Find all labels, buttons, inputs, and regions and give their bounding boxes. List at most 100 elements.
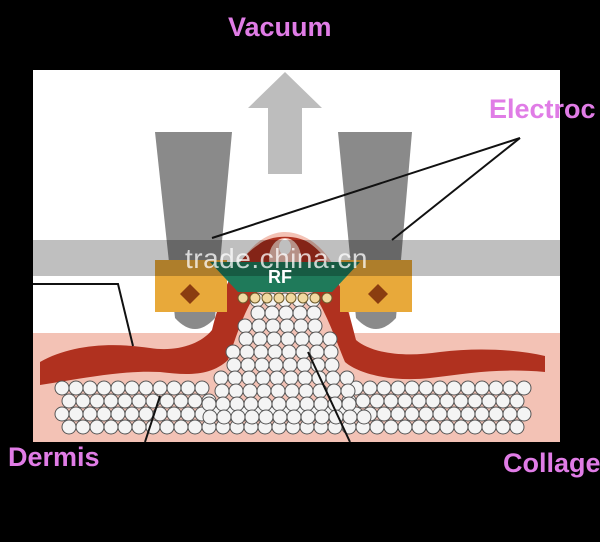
collagen-particle: [110, 406, 126, 422]
collagen-particle: [281, 344, 297, 360]
collagen-particle: [271, 396, 287, 412]
collagen-particle: [138, 406, 154, 422]
collagen-particle: [261, 292, 273, 304]
collagen-particle: [226, 357, 242, 373]
collagen-particle: [216, 409, 232, 425]
collagen-particle: [138, 380, 154, 396]
collagen-particle: [313, 396, 329, 412]
collagen-particle: [362, 380, 378, 396]
collagen-particle: [213, 370, 229, 386]
collagen-particle: [253, 344, 269, 360]
collagen-particle: [502, 380, 518, 396]
collagen-particles: [54, 292, 532, 435]
pad-right-diamond: [368, 284, 388, 304]
collagen-particle: [293, 318, 309, 334]
collagen-particle: [322, 331, 338, 347]
collagen-particle: [82, 406, 98, 422]
collagen-particle: [325, 370, 341, 386]
collagen-particle: [397, 393, 413, 409]
collagen-particle: [75, 419, 91, 435]
collagen-particle: [356, 409, 372, 425]
collagen-particle: [446, 380, 462, 396]
collagen-particle: [309, 344, 325, 360]
collagen-particle: [117, 393, 133, 409]
collagen-particle: [227, 370, 243, 386]
collagen-particle: [383, 419, 399, 435]
collagen-particle: [82, 380, 98, 396]
collagen-particle: [238, 331, 254, 347]
dermis-leader-bottom: [144, 395, 161, 443]
collagen-particle: [237, 292, 249, 304]
collagen-particle: [308, 331, 324, 347]
collagen-particle: [252, 331, 268, 347]
collagen-particle: [285, 292, 297, 304]
collagen-particle: [159, 393, 175, 409]
collagen-particle: [202, 409, 218, 425]
collagen-particle: [269, 370, 285, 386]
collagen-particle: [383, 393, 399, 409]
collagen-particle: [297, 292, 309, 304]
collagen-particle: [432, 406, 448, 422]
collagen-particle: [324, 357, 340, 373]
dermis-label: Dermis: [8, 442, 100, 472]
collagen-particle: [283, 370, 299, 386]
collagen-particle: [286, 409, 302, 425]
collagen-particle: [299, 396, 315, 412]
vacuum-label: Vacuum: [228, 12, 332, 42]
collagen-particle: [242, 383, 258, 399]
collagen-particle: [339, 370, 355, 386]
leader-lines: [33, 137, 521, 443]
collagen-particle: [180, 406, 196, 422]
collagen-particle: [509, 419, 525, 435]
collagen-particle: [237, 318, 253, 334]
collagen-particle: [180, 380, 196, 396]
collagen-particle: [255, 370, 271, 386]
collagen-particle: [369, 419, 385, 435]
collagen-particle: [96, 380, 112, 396]
collagen-particle: [340, 383, 356, 399]
collagen-particle: [404, 406, 420, 422]
collagen-particle: [321, 292, 333, 304]
collagen-particle: [68, 406, 84, 422]
collagen-particle: [273, 292, 285, 304]
collagen-particle: [390, 406, 406, 422]
collagen-particle: [516, 380, 532, 396]
collagen-particle: [282, 357, 298, 373]
collagen-particle: [229, 396, 245, 412]
watermark-band: [0, 240, 600, 276]
collagen-particle: [266, 331, 282, 347]
collagen-particle: [173, 393, 189, 409]
collagen-particle: [342, 409, 358, 425]
collagen-particle: [265, 318, 281, 334]
collagen-particle: [307, 318, 323, 334]
collagen-particle: [103, 393, 119, 409]
collagen-label: Collage: [503, 448, 600, 478]
collagen-particle: [256, 383, 272, 399]
collagen-particle: [268, 357, 284, 373]
collagen-particle: [460, 380, 476, 396]
collagen-particle: [369, 393, 385, 409]
collagen-particle: [439, 419, 455, 435]
collagen-particle: [467, 419, 483, 435]
collagen-particle: [241, 370, 257, 386]
collagen-particle: [251, 318, 267, 334]
collagen-particle: [323, 344, 339, 360]
collagen-particle: [54, 406, 70, 422]
collagen-particle: [516, 406, 532, 422]
collagen-particle: [124, 380, 140, 396]
collagen-particle: [285, 396, 301, 412]
vacuum-arrow-icon: [248, 72, 322, 174]
collagen-particle: [297, 370, 313, 386]
electrode-leader-left: [211, 137, 521, 239]
collagen-particle: [439, 393, 455, 409]
collagen-particle: [249, 292, 261, 304]
collagen-particle: [152, 380, 168, 396]
collagen-particle: [453, 419, 469, 435]
collagen-particle: [201, 396, 217, 412]
collagen-particle: [425, 393, 441, 409]
collagen-particle: [460, 406, 476, 422]
collagen-particle: [267, 344, 283, 360]
collagen-particle: [418, 380, 434, 396]
collagen-particle: [131, 419, 147, 435]
